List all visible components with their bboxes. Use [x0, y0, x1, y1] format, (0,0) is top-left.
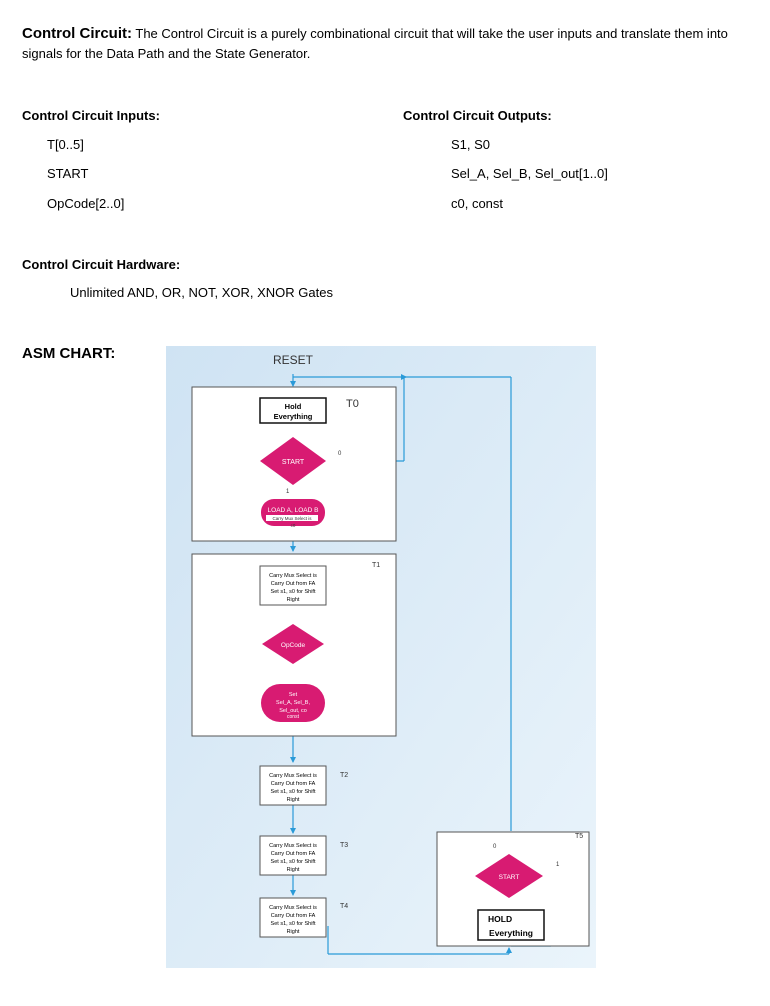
set-line4: const	[287, 714, 300, 720]
shift-line1: Carry Mux Select is	[269, 773, 317, 779]
start5-branch-one: 1	[556, 862, 560, 868]
reset-label: RESET	[273, 353, 314, 367]
set-line3: Sel_out, co	[279, 708, 307, 714]
t4-label: T4	[340, 903, 348, 910]
shift-box-t2	[259, 765, 327, 806]
inputs-heading: Control Circuit Inputs:	[22, 108, 160, 123]
shift-line1: Carry Mux Select is	[269, 573, 317, 579]
opcode-decision	[262, 624, 324, 664]
hold5-box	[477, 909, 545, 941]
set-line2: Sel_A, Sel_B,	[276, 700, 310, 706]
start5-branch-zero: 0	[493, 844, 497, 850]
shift-line4: Right	[287, 797, 300, 803]
set-output-box	[261, 684, 325, 722]
start-decision	[260, 437, 326, 485]
shift-box-t1	[259, 565, 327, 606]
input-item: T[0..5]	[47, 137, 84, 152]
asm-heading: ASM CHART:	[22, 345, 116, 362]
asm-chart: RESET T0 T1 T2 T3 T4 T5 Hold Everything …	[166, 346, 596, 968]
output-item: Sel_A, Sel_B, Sel_out[1..0]	[451, 166, 608, 181]
shift-line1: Carry Mux Select is	[269, 843, 317, 849]
output-item: S1, S0	[451, 137, 491, 152]
load-note1: Carry Mux Select is	[272, 516, 312, 521]
shift-box-t3	[259, 835, 327, 876]
hold-line2: Everything	[274, 412, 313, 421]
start-decision-label: START	[282, 459, 305, 466]
load-note-box	[266, 515, 318, 521]
shift-line3: Set s1, s0 for Shift	[271, 921, 316, 927]
shift-line4: Right	[287, 597, 300, 603]
hold5-line2: Everything	[489, 928, 533, 938]
input-item: OpCode[2..0]	[47, 196, 125, 211]
load-note2: c0	[291, 523, 296, 528]
hardware-text: Unlimited AND, OR, NOT, XOR, XNOR Gates	[70, 285, 333, 300]
t5-label: T5	[575, 833, 583, 840]
load-label: LOAD A, LOAD B	[268, 507, 319, 514]
shift-line2: Carry Out from FA	[271, 581, 316, 587]
opcode-label: OpCode	[281, 642, 306, 649]
shift-line3: Set s1, s0 for Shift	[271, 789, 316, 795]
start-branch-one: 1	[286, 489, 290, 495]
hold5-line1: HOLD	[488, 914, 512, 924]
t0-label: T0	[346, 398, 359, 410]
t3-label: T3	[340, 842, 348, 849]
intro-title: Control Circuit:	[22, 25, 132, 42]
start5-decision	[475, 854, 543, 898]
output-item: c0, const	[451, 196, 504, 211]
intro-paragraph: Control Circuit: The Control Circuit is …	[22, 24, 752, 64]
hold-everything-box	[259, 397, 327, 424]
shift-line1: Carry Mux Select is	[269, 905, 317, 911]
shift-line2: Carry Out from FA	[271, 851, 316, 857]
set-line1: Set	[289, 692, 298, 698]
shift-box-t4	[259, 897, 327, 938]
hold-line1: Hold	[285, 402, 302, 411]
input-item: START	[47, 166, 89, 181]
t1-label: T1	[372, 562, 380, 569]
shift-line3: Set s1, s0 for Shift	[271, 859, 316, 865]
start-branch-zero: 0	[338, 451, 342, 457]
t2-label: T2	[340, 772, 348, 779]
shift-line2: Carry Out from FA	[271, 781, 316, 787]
shift-line4: Right	[287, 867, 300, 873]
intro-body: The Control Circuit is a purely combinat…	[22, 26, 728, 61]
outputs-heading: Control Circuit Outputs:	[403, 108, 552, 123]
shift-line3: Set s1, s0 for Shift	[271, 589, 316, 595]
shift-line4: Right	[287, 929, 300, 935]
hardware-heading: Control Circuit Hardware:	[22, 257, 181, 272]
shift-line2: Carry Out from FA	[271, 913, 316, 919]
start5-decision-label: START	[499, 874, 520, 881]
